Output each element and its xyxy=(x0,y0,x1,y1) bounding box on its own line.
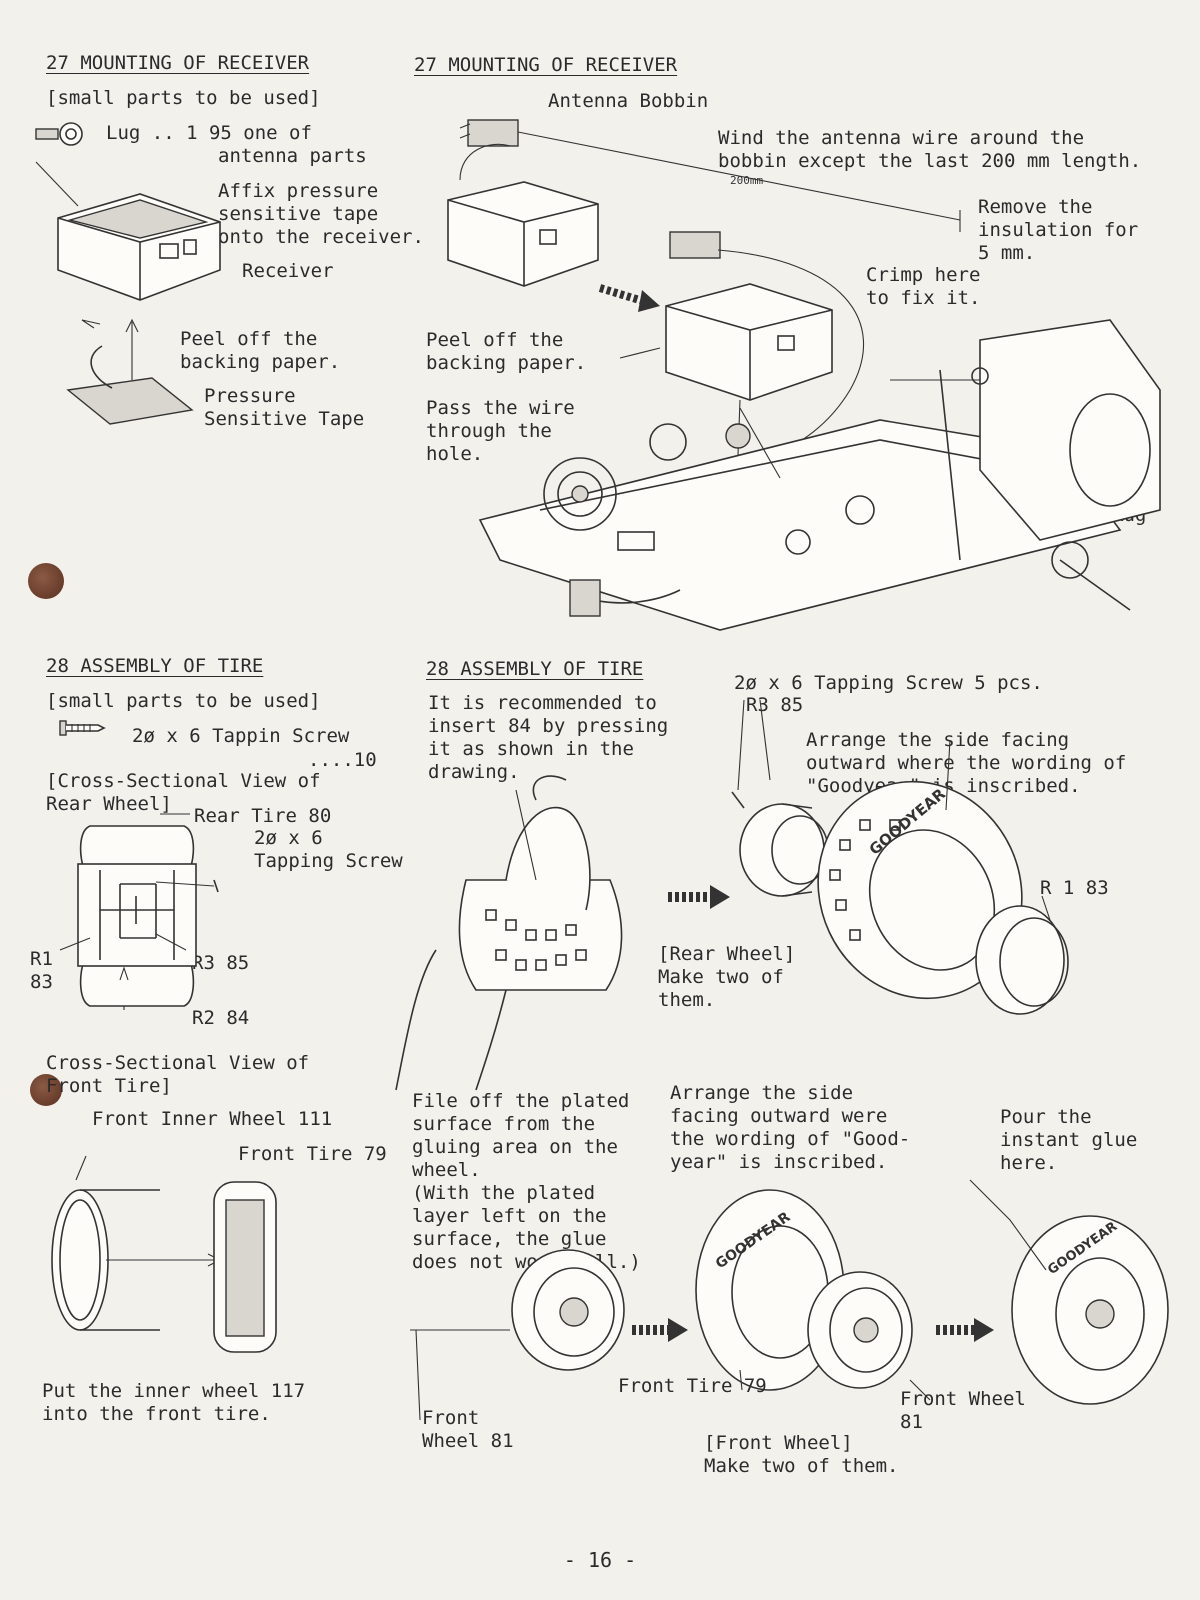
right-peel-note: Peel off the backing paper. xyxy=(426,329,587,374)
right-r1-label: R 1 83 xyxy=(1040,877,1109,899)
left-tapping-label: 2ø x 6 Tapping Screw xyxy=(254,827,403,872)
right28-heading: 28 ASSEMBLY OF TIRE xyxy=(426,658,644,680)
right27-heading: 27 MOUNTING OF RECEIVER xyxy=(414,54,678,76)
tape-label: Pressure Sensitive Tape xyxy=(204,385,365,430)
pour-note: Pour the instant glue here. xyxy=(1000,1106,1138,1174)
front-section-title: Cross-Sectional View of Front Tire] xyxy=(46,1052,310,1097)
rear-wheel-section-illustration xyxy=(59,813,219,1010)
left28-screw-qty: ....10 xyxy=(308,749,377,771)
receiver-mounting-illustration: 200mm xyxy=(447,119,1161,631)
left27-heading: 27 MOUNTING OF RECEIVER xyxy=(46,52,310,74)
pass-note: Pass the wire through the hole. xyxy=(426,397,575,465)
right-screw-label: 2ø x 6 Tapping Screw 5 pcs. xyxy=(734,672,1043,694)
lug-icon xyxy=(35,122,83,146)
right-r3-label: R3 85 xyxy=(746,694,804,716)
bobbin-label: Antenna Bobbin xyxy=(548,90,709,112)
rear-wheel-exploded-illustration: GOODYEAR xyxy=(731,699,1069,1015)
rear-wheel-note: [Rear Wheel] Make two of them. xyxy=(658,943,796,1011)
affix-note: Affix pressure sensitive tape onto the r… xyxy=(218,180,424,248)
front-tire-section-illustration xyxy=(51,1155,277,1353)
dimension-200mm: 200mm xyxy=(730,174,763,187)
crimp-note: Crimp here to fix it. xyxy=(866,264,981,309)
remove-note: Remove the insulation for 5 mm. xyxy=(978,196,1139,264)
recommend-note: It is recommended to insert 84 by pressi… xyxy=(428,692,669,783)
rear-tire-label: Rear Tire 80 xyxy=(194,805,332,827)
receiver-illustration xyxy=(35,161,221,301)
receiver-label: Receiver xyxy=(242,260,334,282)
front-wheel-label-2: Front Wheel 81 xyxy=(900,1388,1026,1433)
front-wheel-label-1: Front Wheel 81 xyxy=(422,1407,514,1452)
left28-heading: 28 ASSEMBLY OF TIRE xyxy=(46,655,264,677)
hands-pressing-tire-illustration xyxy=(395,775,623,1091)
punch-hole-top xyxy=(28,563,64,599)
lug-label: Lug .. 1 95 one of xyxy=(106,122,312,144)
left28-screw-label: 2ø x 6 Tappin Screw xyxy=(132,725,350,747)
left28-parts-title: [small parts to be used] xyxy=(46,690,321,712)
front-inner-wheel-label: Front Inner Wheel 111 xyxy=(92,1108,333,1130)
arrow-icon xyxy=(668,885,730,909)
rear-section-title: [Cross-Sectional View of Rear Wheel] xyxy=(46,770,321,815)
punch-hole-bottom xyxy=(30,1074,62,1106)
r3-label: R3 85 xyxy=(192,952,250,974)
tape-illustration xyxy=(66,318,194,425)
left-front-tire-label: Front Tire 79 xyxy=(238,1143,387,1165)
r2-label: R2 84 xyxy=(192,1007,250,1029)
put-note: Put the inner wheel 117 into the front t… xyxy=(42,1380,306,1425)
lug-label-2: antenna parts xyxy=(218,145,367,167)
front-wheel-note: [Front Wheel] Make two of them. xyxy=(704,1432,899,1477)
arrange-front-note: Arrange the side facing outward were the… xyxy=(670,1082,911,1173)
dimension-label: 200mm xyxy=(730,174,763,187)
page-number: - 16 - xyxy=(563,1548,637,1572)
wind-note: Wind the antenna wire around the bobbin … xyxy=(718,127,1142,172)
left-peel-note: Peel off the backing paper. xyxy=(180,328,341,373)
file-note: File off the plated surface from the glu… xyxy=(412,1090,641,1273)
left27-parts-title: [small parts to be used] xyxy=(46,87,321,109)
front-wheel-assembly-illustration: GOODYEAR GOODYEAR xyxy=(410,1179,1169,1421)
r1-label: R1 83 xyxy=(30,948,53,993)
right-front-tire-label: Front Tire 79 xyxy=(618,1375,767,1397)
tapping-screw-icon xyxy=(59,720,106,736)
